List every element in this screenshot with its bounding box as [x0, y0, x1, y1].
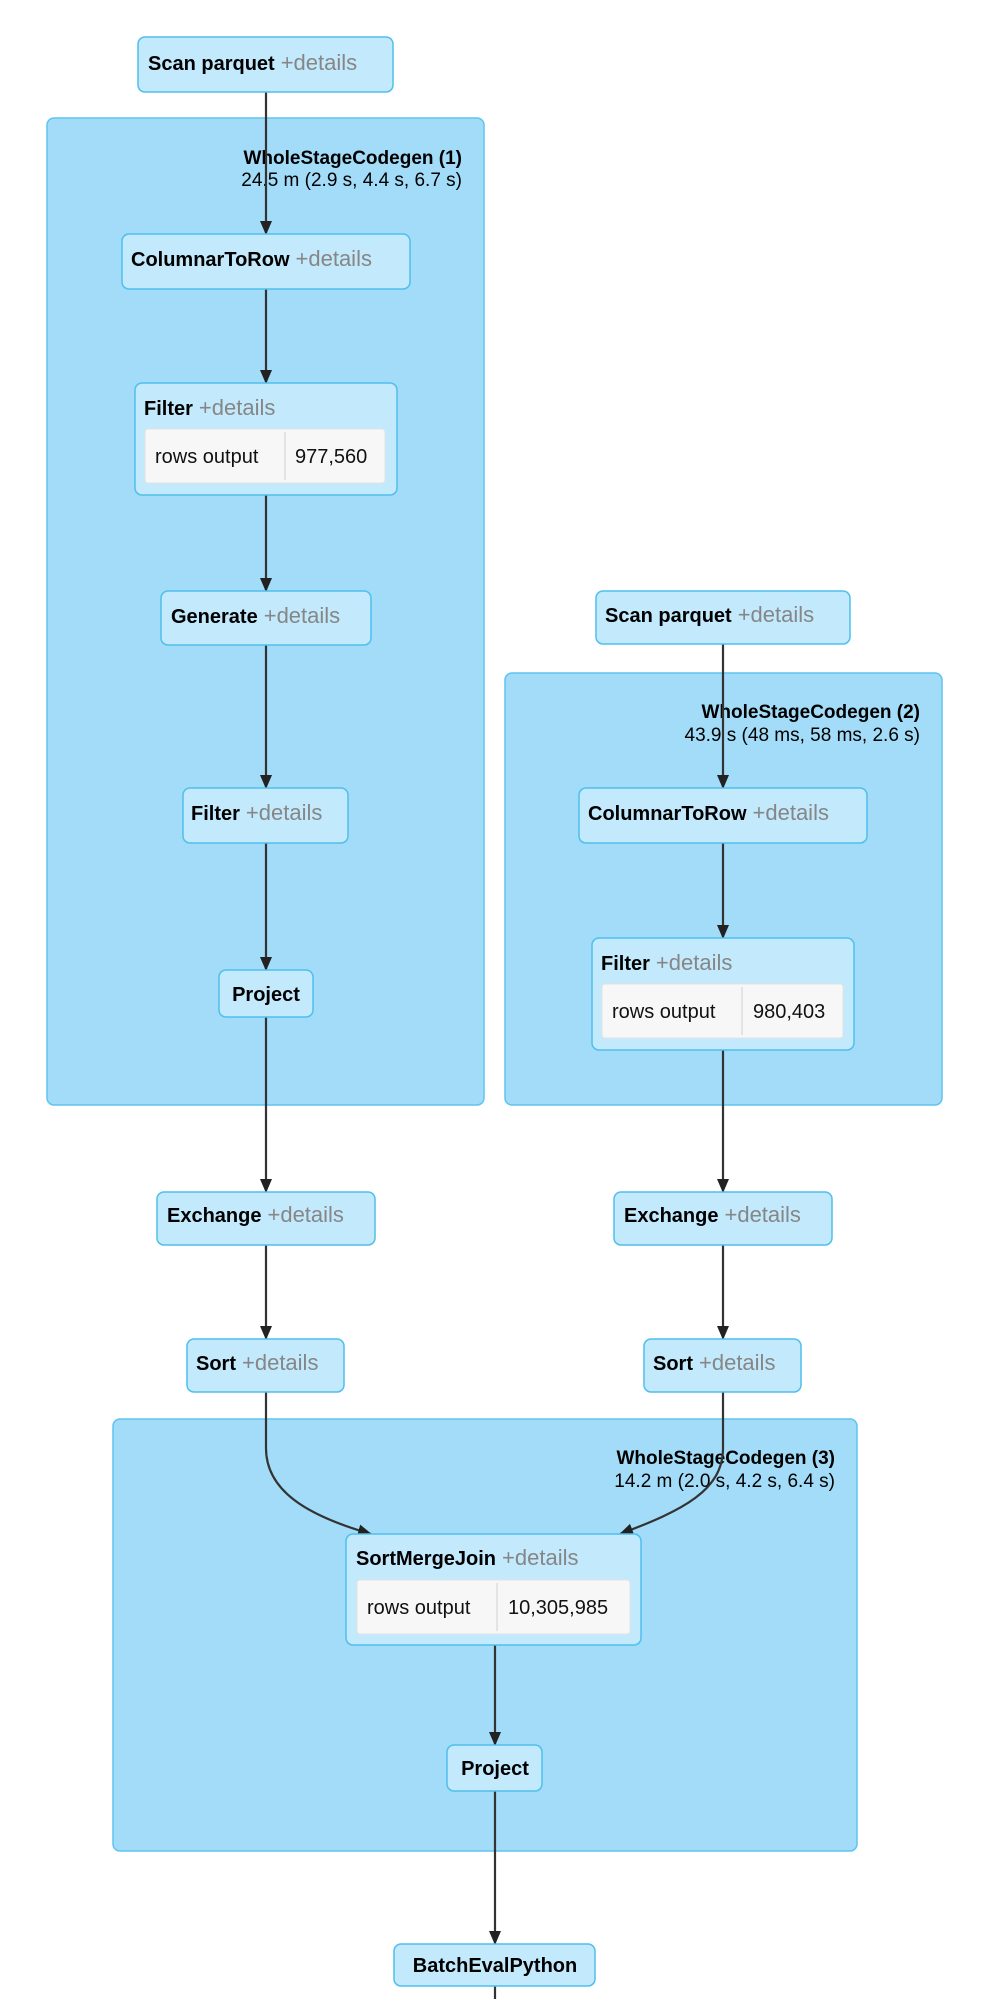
node-scan-parquet-2[interactable]: Scan parquet +details [595, 590, 851, 645]
details-link[interactable]: +details [246, 800, 322, 825]
node-label: ColumnarToRow +details [131, 246, 372, 271]
node-box [121, 233, 411, 290]
details-link[interactable]: +details [264, 603, 340, 628]
cluster-metrics: 24.5 m (2.9 s, 4.4 s, 6.7 s) [241, 170, 462, 191]
node-box [643, 1338, 802, 1393]
node-title: ColumnarToRow [131, 249, 290, 271]
node-batchevalpython[interactable]: BatchEvalPython [393, 1943, 596, 1987]
node-title: Scan parquet [605, 605, 732, 627]
node-sortmergejoin[interactable]: SortMergeJoin +details rows output 10,305… [345, 1533, 642, 1646]
node-label: Exchange +details [624, 1202, 801, 1227]
node-label: Exchange +details [167, 1202, 344, 1227]
details-link[interactable]: +details [281, 50, 357, 75]
metric-value: 980,403 [753, 1001, 825, 1023]
node-title: Project [232, 984, 300, 1006]
edge-sort2-sortmergejoin [619, 1392, 725, 1536]
metrics-table-bg [356, 1579, 631, 1635]
node-filter-1[interactable]: Filter +details rows output 977,560 [134, 382, 398, 496]
node-box [186, 1338, 345, 1393]
node-label: Scan parquet +details [605, 602, 814, 627]
node-title: Exchange [167, 1205, 261, 1227]
metrics-table: rows output 977,560 [144, 428, 386, 484]
node-box [160, 590, 372, 646]
node-label: Filter +details [144, 395, 275, 420]
node-box [218, 969, 314, 1018]
node-title: Exchange [624, 1205, 718, 1227]
node-box [156, 1191, 376, 1246]
node-sort-2[interactable]: Sort +details [643, 1338, 802, 1393]
node-title: SortMergeJoin [356, 1548, 496, 1570]
node-box [182, 787, 349, 844]
node-title: Filter [144, 398, 193, 420]
node-title: Sort [653, 1353, 693, 1375]
node-box [137, 36, 394, 93]
metric-value: 10,305,985 [508, 1597, 608, 1619]
details-link[interactable]: +details [267, 1202, 343, 1227]
details-link[interactable]: +details [199, 395, 275, 420]
node-label: SortMergeJoin +details [356, 1545, 578, 1570]
edge-sort1-sortmergejoin [264, 1392, 372, 1537]
metrics-table-bg [144, 428, 386, 484]
node-label: Sort +details [653, 1350, 775, 1375]
node-filter-3[interactable]: Filter +details rows output 980,403 [591, 937, 855, 1051]
node-title: BatchEvalPython [413, 1955, 577, 1977]
node-sort-1[interactable]: Sort +details [186, 1338, 345, 1393]
node-title: Scan parquet [148, 53, 275, 75]
node-label: Filter +details [601, 950, 732, 975]
node-columnartorow-1[interactable]: ColumnarToRow +details [121, 233, 411, 290]
node-filter-2[interactable]: Filter +details [182, 787, 349, 844]
node-box [393, 1943, 596, 1987]
details-link[interactable]: +details [699, 1350, 775, 1375]
node-label: Sort +details [196, 1350, 318, 1375]
node-label: Scan parquet +details [148, 50, 357, 75]
node-label: Generate +details [171, 603, 340, 628]
node-title: Filter [601, 953, 650, 975]
metric-label: rows output [155, 446, 259, 468]
details-link[interactable]: +details [753, 800, 829, 825]
metric-value: 977,560 [295, 446, 367, 468]
metric-label: rows output [367, 1597, 471, 1619]
node-title: Sort [196, 1353, 236, 1375]
details-link[interactable]: +details [738, 602, 814, 627]
node-title: ColumnarToRow [588, 803, 747, 825]
cluster-name: WholeStageCodegen (2) [701, 702, 920, 723]
node-label: Filter +details [191, 800, 322, 825]
details-link[interactable]: +details [724, 1202, 800, 1227]
metrics-table-bg [601, 983, 844, 1039]
node-title: Generate [171, 606, 258, 628]
node-columnartorow-2[interactable]: ColumnarToRow +details [578, 787, 868, 844]
cluster-metrics: 14.2 m (2.0 s, 4.2 s, 6.4 s) [614, 1471, 835, 1492]
details-link[interactable]: +details [502, 1545, 578, 1570]
node-box [595, 590, 851, 645]
cluster-name: WholeStageCodegen (3) [616, 1448, 835, 1469]
details-link[interactable]: +details [656, 950, 732, 975]
node-title: Project [461, 1758, 529, 1780]
metrics-table: rows output 980,403 [601, 983, 844, 1039]
details-link[interactable]: +details [242, 1350, 318, 1375]
node-exchange-2[interactable]: Exchange +details [613, 1191, 833, 1246]
node-box [578, 787, 868, 844]
details-link[interactable]: +details [296, 246, 372, 271]
node-scan-parquet-1[interactable]: Scan parquet +details [137, 36, 394, 93]
node-title: Filter [191, 803, 240, 825]
cluster-name: WholeStageCodegen (1) [243, 148, 462, 169]
node-project-1[interactable]: Project [218, 969, 314, 1018]
node-box [613, 1191, 833, 1246]
edges [260, 92, 729, 1999]
node-exchange-1[interactable]: Exchange +details [156, 1191, 376, 1246]
cluster-metrics: 43.9 s (48 ms, 58 ms, 2.6 s) [685, 725, 920, 746]
node-label: ColumnarToRow +details [588, 800, 829, 825]
metrics-table: rows output 10,305,985 [356, 1579, 631, 1635]
metric-label: rows output [612, 1001, 716, 1023]
node-box [446, 1744, 543, 1792]
node-generate-1[interactable]: Generate +details [160, 590, 372, 646]
node-project-2[interactable]: Project [446, 1744, 543, 1792]
